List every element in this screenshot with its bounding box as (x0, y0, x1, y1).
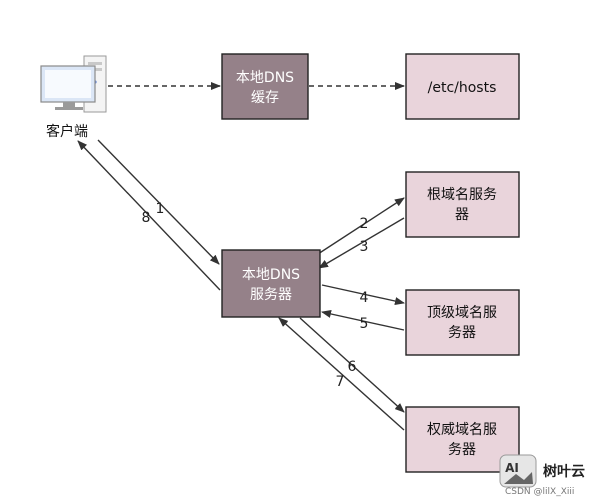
tld-server-box: 顶级域名服 务器 (405, 289, 520, 356)
local-dns-cache-line1: 本地DNS (236, 70, 294, 86)
client-label: 客户端 (46, 123, 88, 140)
local-dns-cache-line2: 缓存 (251, 90, 279, 106)
watermark-brand: 树叶云 (543, 463, 585, 480)
arrow-7-label: 7 (336, 374, 345, 390)
root-server-line1: 根域名服务 (427, 187, 497, 203)
arrow-3 (318, 217, 405, 269)
arrow-3-label: 3 (360, 239, 369, 255)
watermark: AI 树叶云 CSDN @lilX_Xiii (499, 454, 585, 497)
root-server-box: 根域名服务 器 (405, 171, 520, 238)
root-server-line2: 器 (455, 207, 469, 223)
client-computer-icon (40, 55, 107, 113)
local-dns-server-line2: 服务器 (250, 287, 292, 303)
watermark-badge-text: AI (505, 461, 519, 475)
arrow-8-label: 8 (142, 210, 151, 226)
authoritative-server-box: 权威域名服 务器 (405, 406, 520, 473)
authoritative-server-line1: 权威域名服 (427, 422, 497, 438)
arrow-2-label: 2 (360, 216, 369, 232)
tld-server-line1: 顶级域名服 (427, 305, 497, 321)
arrow-6 (299, 317, 405, 413)
arrow-1-label: 1 (156, 201, 165, 217)
tld-server-line2: 务器 (448, 325, 476, 341)
local-dns-server-box: 本地DNS 服务器 (221, 249, 321, 318)
etc-hosts-box: /etc/hosts (405, 53, 520, 120)
arrow-4 (321, 284, 405, 305)
arrow-6-label: 6 (348, 359, 357, 375)
arrow-8 (77, 140, 221, 291)
etc-hosts-label: /etc/hosts (428, 80, 497, 96)
local-dns-server-line1: 本地DNS (242, 267, 300, 283)
arrow-2 (317, 197, 405, 255)
authoritative-server-line2: 务器 (448, 442, 476, 458)
arrow-7 (278, 317, 405, 431)
arrow-5-label: 5 (360, 316, 369, 332)
watermark-mountain-icon (504, 472, 533, 484)
arrow-4-label: 4 (360, 290, 369, 306)
arrow-5 (321, 310, 405, 331)
arrow-1 (97, 139, 220, 265)
local-dns-cache-box: 本地DNS 缓存 (221, 53, 309, 120)
watermark-credit: CSDN @lilX_Xiii (505, 487, 574, 497)
